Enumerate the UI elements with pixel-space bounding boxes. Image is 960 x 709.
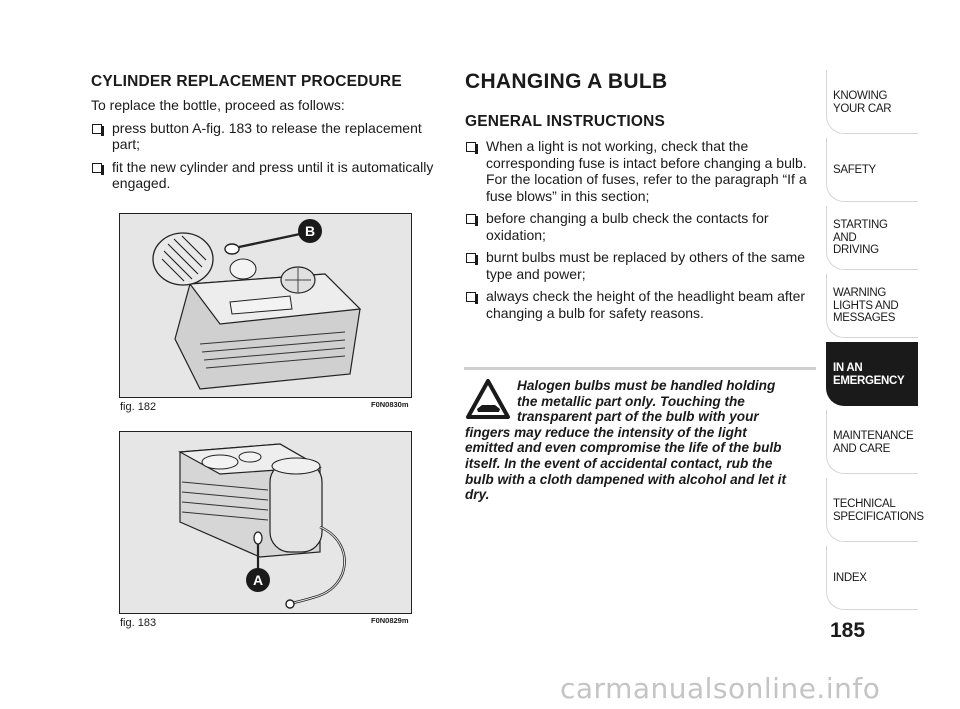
- list-item: burnt bulbs must be replaced by others o…: [465, 249, 810, 282]
- cylinder-steps: press button A-fig. 183 to release the r…: [91, 120, 441, 192]
- fig-183-code: F0N0829m: [371, 616, 409, 625]
- left-column: CYLINDER REPLACEMENT PROCEDURE To replac…: [91, 73, 441, 198]
- general-instructions-heading: GENERAL INSTRUCTIONS: [465, 113, 666, 130]
- checkbox-bullet-icon: [92, 162, 104, 175]
- watermark: carmanualsonline.info: [560, 672, 881, 705]
- callout-b-marker: [298, 219, 322, 243]
- page-title: CHANGING A BULB: [465, 70, 668, 93]
- cylinder-intro: To replace the bottle, proceed as follow…: [91, 97, 345, 113]
- warning-triangle-icon: [466, 379, 510, 419]
- checkbox-bullet-icon: [466, 214, 478, 226]
- list-item: before changing a bulb check the contact…: [465, 210, 810, 243]
- compressor-top-illustration: B: [152, 219, 362, 390]
- checkbox-bullet-icon: [466, 292, 478, 304]
- right-column: CHANGING A BULB GENERAL INSTRUCTIONS Whe…: [465, 70, 810, 327]
- fig-183-caption: fig. 183: [120, 617, 157, 629]
- list-item: always check the height of the headlight…: [465, 288, 810, 321]
- cylinder-heading: CYLINDER REPLACEMENT PROCEDURE: [91, 73, 402, 90]
- tab-index[interactable]: INDEX: [826, 546, 918, 610]
- warning-divider: [464, 367, 816, 370]
- tab-safety[interactable]: SAFETY: [826, 138, 918, 202]
- figure-183: A: [119, 431, 412, 614]
- checkbox-bullet-icon: [466, 253, 478, 265]
- callout-b-label: B: [305, 223, 315, 239]
- list-item: press button A-fig. 183 to release the r…: [91, 120, 441, 153]
- list-item: fit the new cylinder and press until it …: [91, 159, 441, 192]
- list-item: When a light is not working, check that …: [465, 138, 810, 204]
- compressor-side-illustration: A: [177, 443, 346, 609]
- fig-182-caption: fig. 182: [120, 401, 157, 413]
- callout-a-label: A: [253, 572, 263, 588]
- page-number: 185: [830, 619, 866, 642]
- checkbox-bullet-icon: [466, 142, 478, 154]
- bulb-instructions: When a light is not working, check that …: [465, 138, 810, 321]
- fig-182-code: F0N0830m: [371, 400, 409, 409]
- warning-text: Halogen bulbs must be handled holding th…: [465, 378, 786, 503]
- callout-a-marker: [246, 568, 270, 592]
- checkbox-bullet-icon: [92, 123, 104, 136]
- figure-182: B: [119, 213, 412, 398]
- warning-note: Halogen bulbs must be handled holding th…: [465, 378, 795, 503]
